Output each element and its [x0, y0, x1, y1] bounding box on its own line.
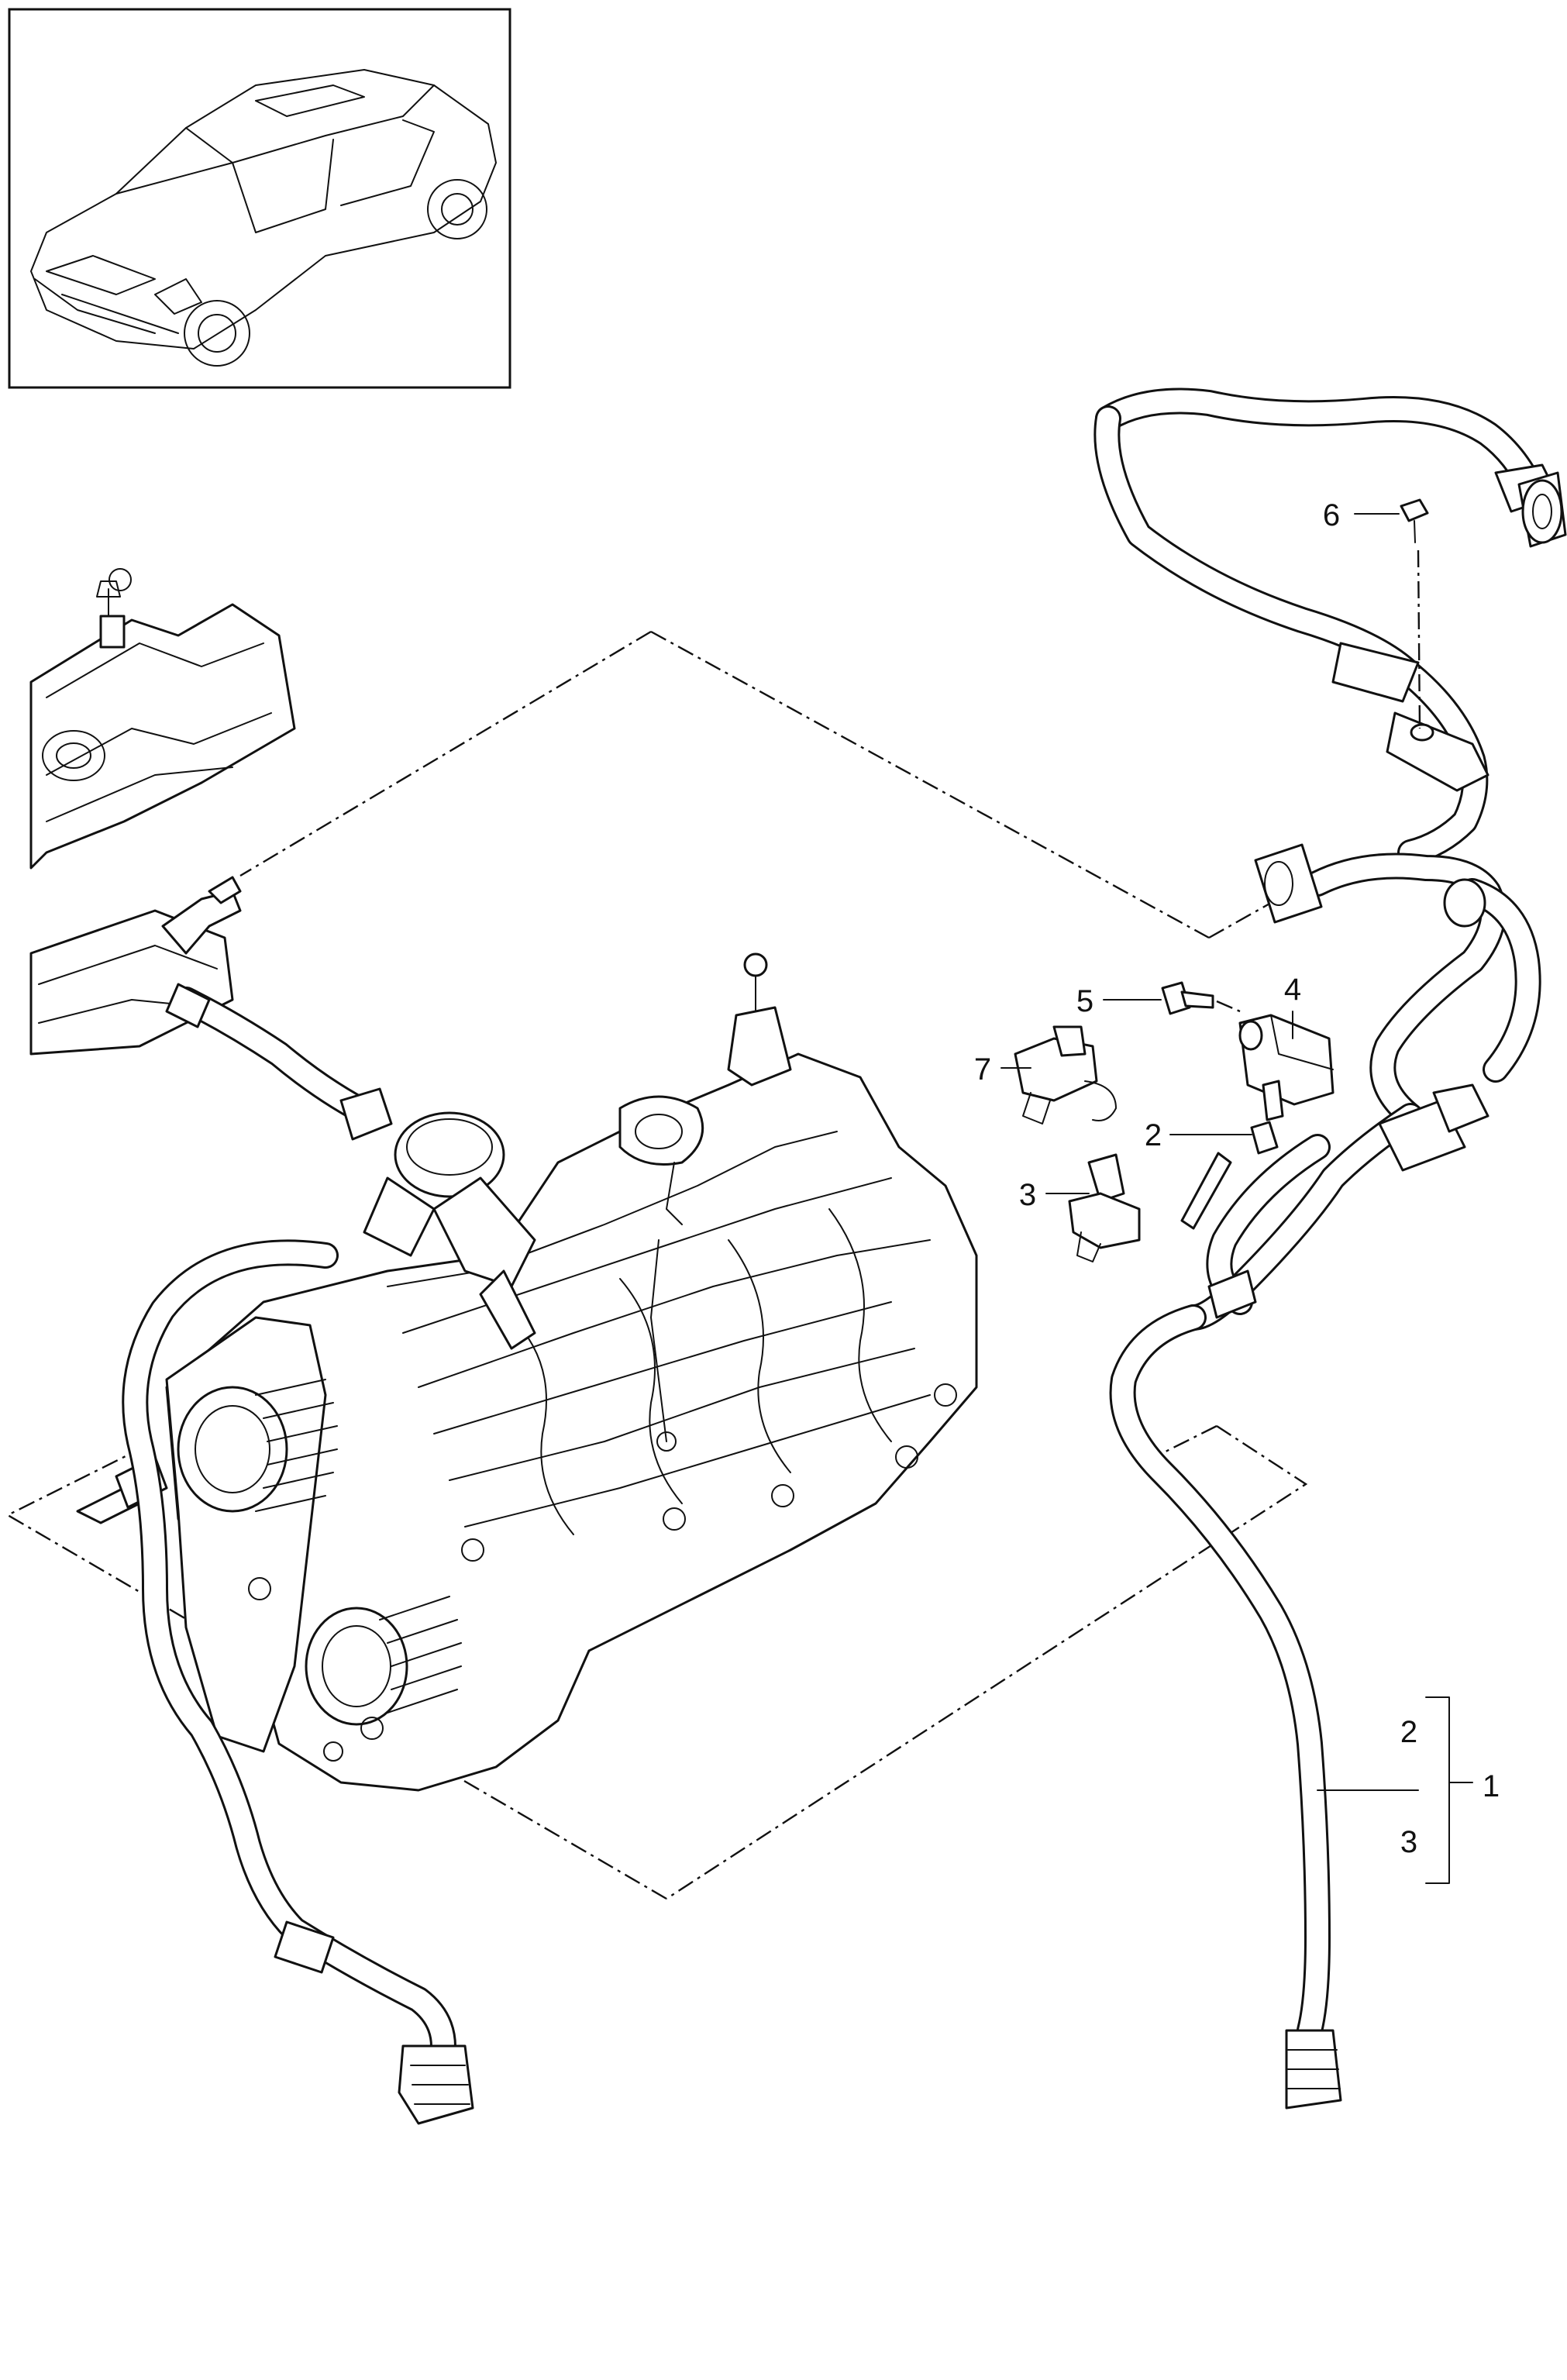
callout-1: 1 [1483, 1769, 1500, 1803]
callout-bracket-3: 3 [1400, 1825, 1417, 1859]
callout-6: 6 [1323, 498, 1340, 532]
bolt-item-5 [1161, 981, 1241, 1015]
callout-3: 3 [1019, 1178, 1036, 1212]
callout-labels: 6 5 4 7 2 3 1 2 3 [974, 498, 1500, 1859]
pressure-sensor-item-4 [1238, 1014, 1335, 1121]
callout-4: 4 [1284, 973, 1301, 1007]
sleeve-item-2 [1180, 1121, 1279, 1230]
callout-2: 2 [1145, 1118, 1162, 1152]
callout-7: 7 [974, 1052, 991, 1087]
leader-lines [1000, 513, 1473, 1884]
callout-bracket-2: 2 [1400, 1715, 1417, 1749]
upper-engine-partial [29, 568, 296, 1056]
clip-item-7 [1014, 1025, 1117, 1125]
bolt-item-6 [1400, 498, 1429, 729]
intake-manifold [76, 1052, 978, 1792]
breather-hose-upper [165, 983, 536, 1350]
breather-hose-assembly [1093, 387, 1567, 2110]
left-lower-hose [122, 1239, 474, 2125]
clip-item-3 [1068, 1153, 1141, 1262]
manifold-studs [618, 952, 792, 1452]
callout-5: 5 [1076, 984, 1093, 1018]
vehicle-thumbnail [8, 8, 511, 389]
